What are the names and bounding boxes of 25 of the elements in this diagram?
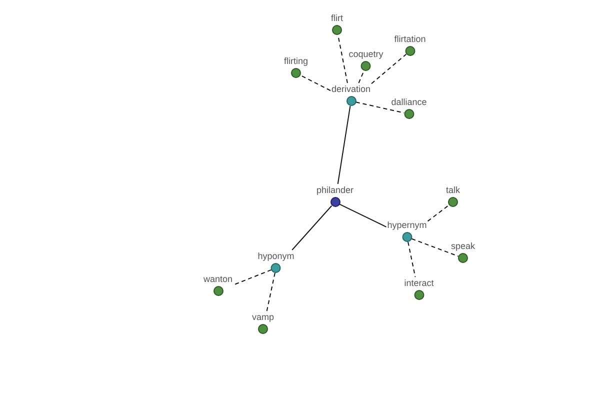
dashed-connector — [358, 70, 365, 84]
connector-line — [292, 205, 332, 250]
dashed-connector — [411, 238, 459, 257]
node-label: coquetry — [348, 49, 384, 59]
node-label: interact — [404, 278, 434, 288]
node-label: wanton — [203, 274, 233, 284]
connector-line — [339, 204, 387, 228]
dashed-connector — [266, 272, 276, 312]
dashed-connector — [408, 241, 416, 278]
node-label: talk — [446, 185, 460, 195]
node-label: speak — [450, 241, 476, 251]
connector-line — [337, 105, 351, 184]
dashed-connector — [371, 54, 407, 84]
node-label: flirting — [284, 56, 308, 66]
node-label: flirtation — [394, 34, 426, 44]
node-label: dalliance — [391, 97, 427, 107]
dashed-connector — [233, 269, 272, 286]
dashed-connector — [427, 204, 450, 222]
node-label: vamp — [252, 312, 274, 322]
node-label: hyponym — [258, 251, 294, 261]
node-label: flirt — [331, 13, 343, 23]
node-label: hypernym — [387, 220, 427, 230]
node-label: philander — [316, 185, 354, 195]
dashed-connector — [300, 74, 331, 92]
node-label: derivation — [331, 84, 371, 94]
